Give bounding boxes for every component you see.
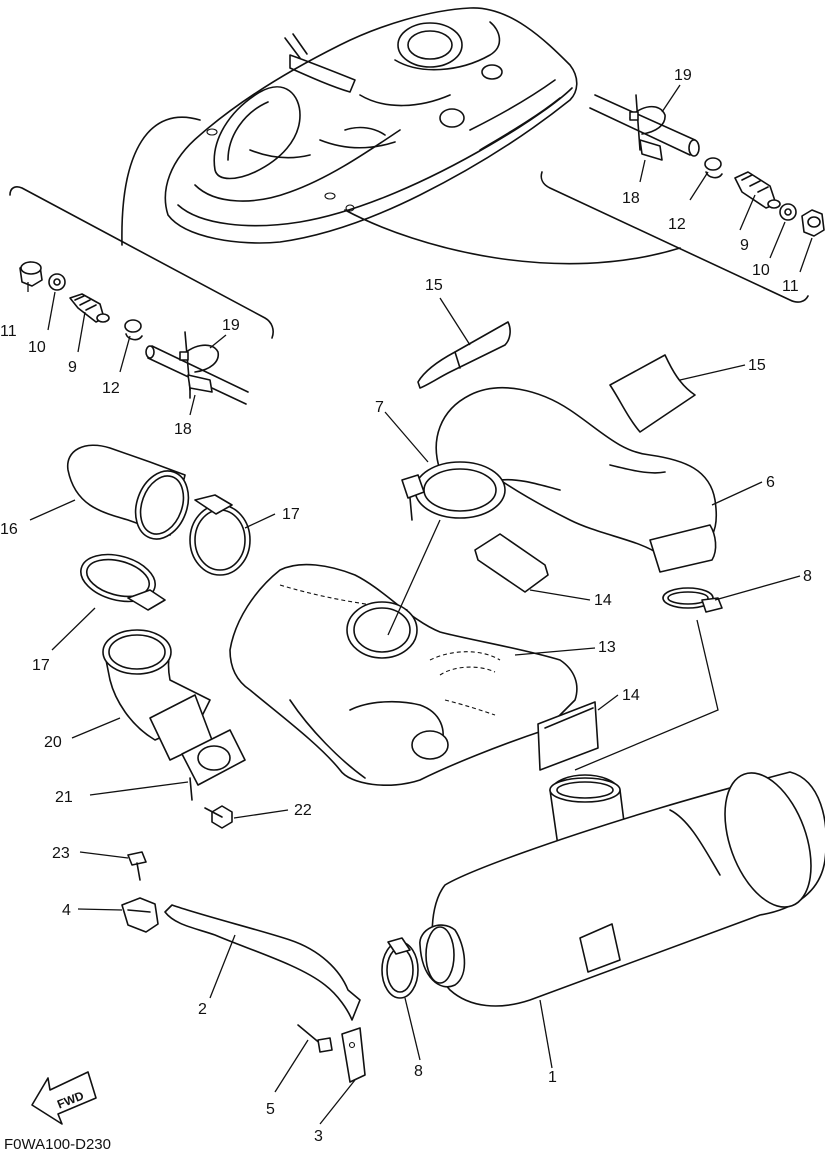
hose-right — [589, 94, 700, 157]
hose-left — [145, 345, 249, 405]
clamp-17-lower — [80, 553, 166, 611]
callout-15-upper: 15 — [425, 277, 443, 294]
callout-13: 13 — [598, 639, 616, 656]
callout-17-upper: 17 — [282, 506, 300, 523]
screw-5 — [297, 1024, 333, 1053]
arrow-left-icon — [31, 1071, 97, 1125]
callout-21: 21 — [55, 789, 73, 806]
callout-11-right: 11 — [782, 278, 799, 295]
pad-15-right — [609, 354, 696, 433]
watercraft-illustration — [9, 7, 809, 339]
chamber-13 — [229, 563, 578, 786]
callout-19-right: 19 — [674, 67, 692, 84]
nut-11-right — [801, 209, 825, 237]
duct-6 — [435, 387, 718, 573]
diagram-code: F0WA100-D230 — [4, 1136, 111, 1151]
callout-8-upper: 8 — [803, 568, 812, 585]
pad-15-upper — [417, 321, 511, 389]
fitting-9-right — [734, 171, 781, 209]
right-detail-group — [589, 94, 825, 237]
washer-10-right — [779, 203, 797, 221]
callout-18-left: 18 — [174, 421, 192, 438]
callout-14-upper: 14 — [594, 592, 612, 609]
callout-12-left: 12 — [102, 380, 120, 397]
elbow-20 — [102, 629, 213, 761]
washer-10-left — [48, 273, 66, 291]
callout-1: 1 — [548, 1069, 557, 1086]
clamp-8-upper — [662, 587, 723, 613]
callout-labels: 11 10 9 12 18 19 19 18 12 9 10 11 15 15 … — [0, 67, 812, 1145]
muffler-1 — [419, 771, 825, 1007]
callout-10-left: 10 — [28, 339, 46, 356]
callout-7: 7 — [375, 399, 384, 416]
callout-10-right: 10 — [752, 262, 770, 279]
left-detail-group — [19, 261, 249, 405]
callout-22: 22 — [294, 802, 312, 819]
callout-4: 4 — [62, 902, 71, 919]
callout-8-lower: 8 — [414, 1063, 423, 1080]
callout-20: 20 — [44, 734, 62, 751]
callout-12-right: 12 — [668, 216, 686, 233]
duct-16 — [67, 444, 190, 540]
callout-9-left: 9 — [68, 359, 77, 376]
callout-23: 23 — [52, 845, 70, 862]
tie-19-left — [179, 331, 220, 391]
callout-18-right: 18 — [622, 190, 640, 207]
clamp-12-right — [704, 157, 723, 179]
callout-3: 3 — [314, 1128, 323, 1145]
strap-2 — [164, 904, 361, 1021]
callout-17-lower: 17 — [32, 657, 50, 674]
callout-16: 16 — [0, 521, 18, 538]
pad-14-upper — [474, 533, 549, 593]
callout-9-right: 9 — [740, 237, 749, 254]
callout-2: 2 — [198, 1001, 207, 1018]
clamp-12-left — [124, 319, 143, 341]
callout-19-left: 19 — [222, 317, 240, 334]
bracket-18-left — [187, 374, 213, 399]
fitting-9-left — [69, 293, 110, 323]
callout-11-left: 11 — [0, 323, 17, 340]
callout-14-lower: 14 — [622, 687, 640, 704]
bracket-3 — [341, 1027, 366, 1083]
callout-5: 5 — [266, 1101, 275, 1118]
bracket-18-right — [639, 139, 663, 161]
clamp-8-lower — [381, 937, 419, 999]
fwd-arrow: FWD — [31, 1071, 97, 1125]
callout-15-right: 15 — [748, 357, 766, 374]
clamp-17-upper — [189, 494, 251, 576]
bolt-22 — [204, 805, 233, 829]
gasket-21 — [181, 729, 246, 801]
leader-lines — [27, 84, 813, 1125]
bracket-4 — [121, 897, 159, 933]
pad-14-lower — [537, 701, 599, 771]
screw-23 — [127, 851, 147, 881]
clamp-7 — [401, 461, 506, 521]
callout-6: 6 — [766, 474, 775, 491]
nut-11-left — [19, 261, 43, 287]
